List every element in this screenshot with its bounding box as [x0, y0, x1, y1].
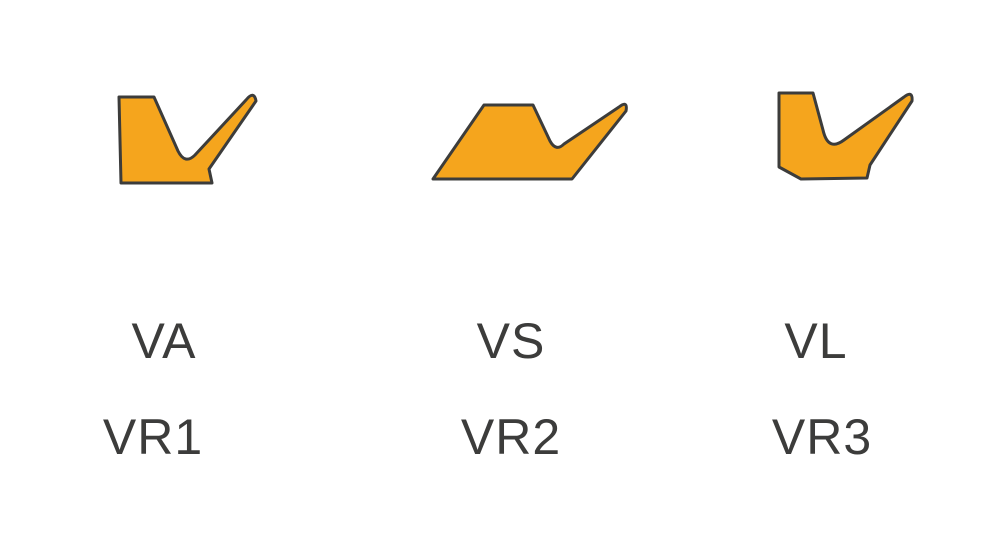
- vs-seal-profile-icon: [431, 102, 628, 181]
- label-va: VA: [131, 313, 197, 369]
- vs-seal-profile-path: [431, 102, 628, 181]
- vl-seal-profile-icon: [777, 91, 914, 181]
- label-vl: VL: [784, 313, 848, 369]
- label-vr2: VR2: [460, 409, 562, 465]
- va-seal-profile-icon: [117, 93, 258, 185]
- label-vs: VS: [476, 313, 546, 369]
- va-seal-profile-path: [117, 93, 258, 185]
- vl-seal-profile-path: [777, 91, 914, 181]
- label-vr3: VR3: [771, 409, 873, 465]
- label-vr1: VR1: [102, 409, 204, 465]
